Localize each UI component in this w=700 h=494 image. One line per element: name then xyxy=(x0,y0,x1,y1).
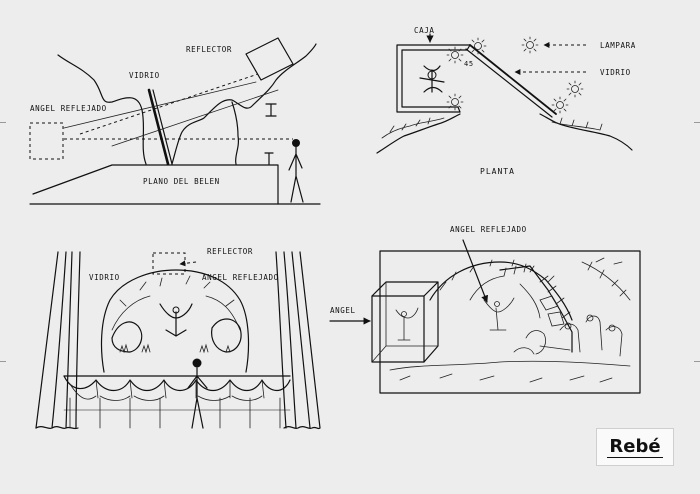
label-glass: VIDRIO xyxy=(89,273,120,282)
label-glass: VIDRIO xyxy=(129,71,160,80)
caption-plan: PLANTA xyxy=(480,167,515,176)
plan-diagram: CAJA LAMPARA VIDRIO 45 PLANTA xyxy=(376,26,636,176)
signature-text: Rebé xyxy=(607,435,663,458)
margin-tick xyxy=(694,122,700,123)
label-glass: VIDRIO xyxy=(600,68,631,77)
label-box: CAJA xyxy=(414,26,434,35)
label-angle: 45 xyxy=(464,60,474,68)
label-reflected-angel: ANGEL REFLEJADO xyxy=(450,225,527,234)
stage-diagram: REFLECTOR VIDRIO ANGEL REFLEJADO xyxy=(35,247,321,430)
scene-sketch: ANGEL REFLEJADO ANGEL xyxy=(329,225,641,394)
label-reflected-angel: ANGEL REFLEJADO xyxy=(30,104,107,113)
label-stage-plane: PLANO DEL BELEN xyxy=(143,177,220,186)
margin-tick xyxy=(0,122,6,123)
label-reflector: REFLECTOR xyxy=(207,247,253,256)
label-reflected-angel: ANGEL REFLEJADO xyxy=(202,273,279,282)
label-lamp: LAMPARA xyxy=(600,41,636,50)
elevation-diagram: REFLECTOR VIDRIO ANGEL REFLEJADO PLANO D… xyxy=(29,37,321,205)
label-angel: ANGEL xyxy=(330,306,356,315)
margin-tick xyxy=(0,361,6,362)
label-reflector: REFLECTOR xyxy=(186,45,232,54)
margin-tick xyxy=(694,361,700,362)
signature-card: Rebé xyxy=(596,428,674,466)
